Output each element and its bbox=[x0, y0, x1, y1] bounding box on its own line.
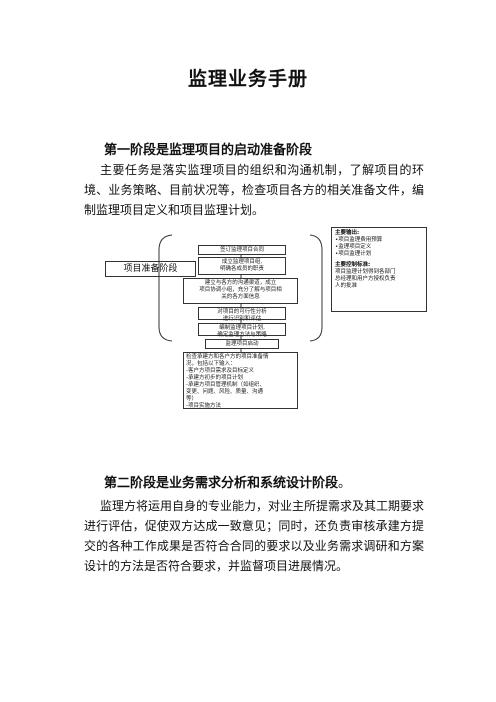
stage1-heading: 第一阶段是监理项目的启动准备阶段 bbox=[104, 143, 313, 158]
step-1-text: 签订监理项目合同 bbox=[219, 247, 264, 253]
step-7: 检查承建方和各户方的项目准备情 况，包括以下输入： -客户方项目需求及目标定义 … bbox=[183, 352, 298, 409]
outputs-list: •项目监理费用预算 •监理项目定义 •项目监理计划 bbox=[335, 237, 383, 257]
step-4-text: 对项目的可行性分析 进行识别和评估 bbox=[217, 309, 267, 322]
step-4: 对项目的可行性分析 进行识别和评估 bbox=[198, 307, 286, 322]
stage2-heading: 第二阶段是业务需求分析和系统设计阶段。 bbox=[104, 472, 351, 491]
step-7-text: 检查承建方和各户方的项目准备情 况，包括以下输入： -客户方项目需求及目标定义 … bbox=[186, 354, 269, 409]
step-2: 成立监理项目组, 明确各成员的职责 bbox=[198, 257, 286, 275]
stage2-paragraph: 监理方将运用自身的专业能力，对业主所提需求及其工期要求进行评估，促使双方达成一致… bbox=[84, 499, 425, 573]
controls-text: 项目监理计划得到各部门 总经理和用户方授权负责 人的批准 bbox=[335, 269, 396, 289]
document-title: 监理业务手册 bbox=[187, 68, 308, 90]
side-info-box: 主要输出: •项目监理费用预算 •监理项目定义 •项目监理计划 主要控制标准: … bbox=[331, 227, 427, 312]
stage2-heading-text: 第二阶段是业务需求分析和系统设计阶段 bbox=[104, 476, 339, 491]
outputs-heading: 主要输出: bbox=[335, 230, 360, 236]
stage-label-box: 项目准备阶段 bbox=[105, 261, 196, 277]
controls-heading: 主要控制标准: bbox=[335, 262, 371, 268]
step-2-text: 成立监理项目组, 明确各成员的职责 bbox=[219, 259, 264, 272]
step-3-text: 建立与各方的沟通渠道，成立 项目协调小组，充分了解与项目相 关的各方面信息 bbox=[199, 280, 282, 300]
step-5: 编制监理项目计划, 确定监理方法与策略 bbox=[198, 323, 286, 338]
step-6-text: 监理项目启动 bbox=[225, 341, 259, 347]
step-6: 监理项目启动 bbox=[205, 339, 279, 349]
stage-label: 项目准备阶段 bbox=[123, 264, 178, 274]
right-bracket bbox=[309, 234, 323, 342]
stage1-paragraph: 主要任务是落实监理项目的组织和沟通机制，了解项目的环境、业务策略、目前状况等，检… bbox=[84, 163, 424, 217]
step-1: 签订监理项目合同 bbox=[198, 245, 286, 255]
step-3: 建立与各方的沟通渠道，成立 项目协调小组，充分了解与项目相 关的各方面信息 bbox=[183, 278, 298, 304]
step-5-text: 编制监理项目计划, 确定监理方法与策略 bbox=[217, 325, 267, 338]
left-bracket bbox=[158, 234, 173, 342]
stage2-heading-suffix: 。 bbox=[338, 476, 352, 491]
